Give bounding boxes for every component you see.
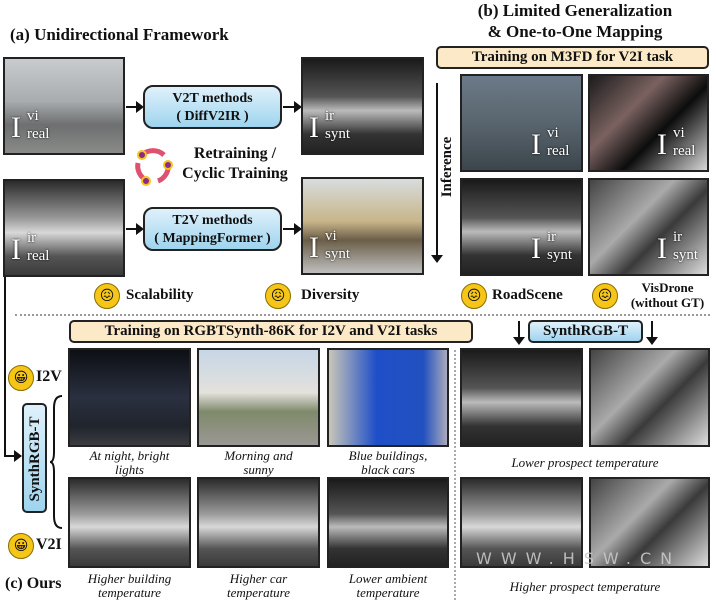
caption-lower-prospect: Lower prospect temperature	[511, 455, 659, 470]
rgbtsynth-training-box: Training on RGBTSynth-86K for I2V and V2…	[69, 320, 473, 343]
vertical-divider	[454, 350, 456, 600]
sad-emoji-icon: 😖	[592, 283, 618, 309]
image-higher-car-temp	[197, 477, 320, 568]
watermark: WWW.HSW.CN	[476, 549, 682, 568]
visdrone-line2: (without GT)	[630, 295, 705, 310]
brace-icon	[50, 395, 63, 529]
image-night-lights	[68, 348, 191, 447]
arrow	[126, 223, 144, 235]
retraining-line: Retraining /	[193, 145, 277, 162]
arrow-down	[513, 321, 525, 345]
v2t-methods-box: V2T methods ( DiffV2IR )	[143, 85, 282, 129]
sad-emoji-icon: 😖	[94, 283, 120, 309]
image-lower-ambient-temp	[327, 477, 449, 568]
image-synth-aerial-higher	[589, 477, 710, 568]
cycle-icon	[135, 148, 173, 186]
v2i-label: V2I	[36, 536, 62, 553]
v2t-label: V2T methods	[172, 91, 253, 106]
arrow	[283, 101, 302, 113]
arrow-down	[646, 321, 658, 345]
sad-emoji-icon: 😖	[265, 283, 291, 309]
arrow	[126, 101, 144, 113]
section-divider	[15, 314, 710, 316]
panel-b-title-line1: (b) Limited Generalization	[477, 1, 673, 20]
image-blue-buildings	[327, 348, 449, 447]
panel-c-title: (c) Ours	[5, 575, 62, 592]
synthrgbt-vertical-label: SynthRGB-T	[27, 416, 43, 502]
issue-roadscene: RoadScene	[492, 287, 563, 303]
t2v-methods-box: T2V methods ( MappingFormer )	[143, 207, 282, 251]
arrow	[283, 223, 302, 235]
image-higher-building-temp	[68, 477, 191, 568]
issue-scalability: Scalability	[126, 287, 194, 303]
v2t-method-name: ( DiffV2IR )	[176, 109, 249, 124]
t2v-method-name: ( MappingFormer )	[154, 231, 271, 246]
visdrone-label: VisDrone (without GT)	[625, 280, 710, 310]
issue-diversity: Diversity	[301, 287, 360, 303]
image-synth-aerial-lower	[589, 348, 710, 447]
caption-higher-prospect: Higher prospect temperature	[509, 579, 661, 594]
panel-b-title-line2: & One-to-One Mapping	[487, 22, 663, 41]
panel-b-title: (b) Limited Generalization & One-to-One …	[440, 0, 710, 42]
image-synth-road-higher	[460, 477, 583, 568]
visdrone-line1: VisDrone	[641, 280, 694, 295]
i2v-label: I2V	[36, 368, 62, 385]
happy-emoji-icon: 😀	[8, 365, 34, 391]
t2v-label: T2V methods	[172, 213, 253, 228]
sad-emoji-icon: 😖	[461, 283, 487, 309]
arrow	[4, 450, 22, 462]
happy-emoji-icon: 😀	[8, 533, 34, 559]
m3fd-training-box: Training on M3FD for V2I task	[436, 46, 709, 69]
cyclic-training-line: Cyclic Training	[182, 165, 288, 182]
synthrgbt-vertical-box: SynthRGB-T	[22, 403, 47, 513]
retraining-label: Retraining / Cyclic Training	[178, 144, 292, 184]
image-synth-road-lower	[460, 348, 583, 447]
caption: Blue buildings,black cars	[348, 448, 428, 477]
image-morning-sunny	[197, 348, 320, 447]
panel-a-title: (a) Unidirectional Framework	[10, 25, 229, 44]
inference-label: Inference	[439, 136, 455, 198]
inference-arrow	[431, 83, 443, 263]
synthrgbt-box: SynthRGB-T	[528, 320, 643, 343]
flow-line	[4, 277, 6, 456]
